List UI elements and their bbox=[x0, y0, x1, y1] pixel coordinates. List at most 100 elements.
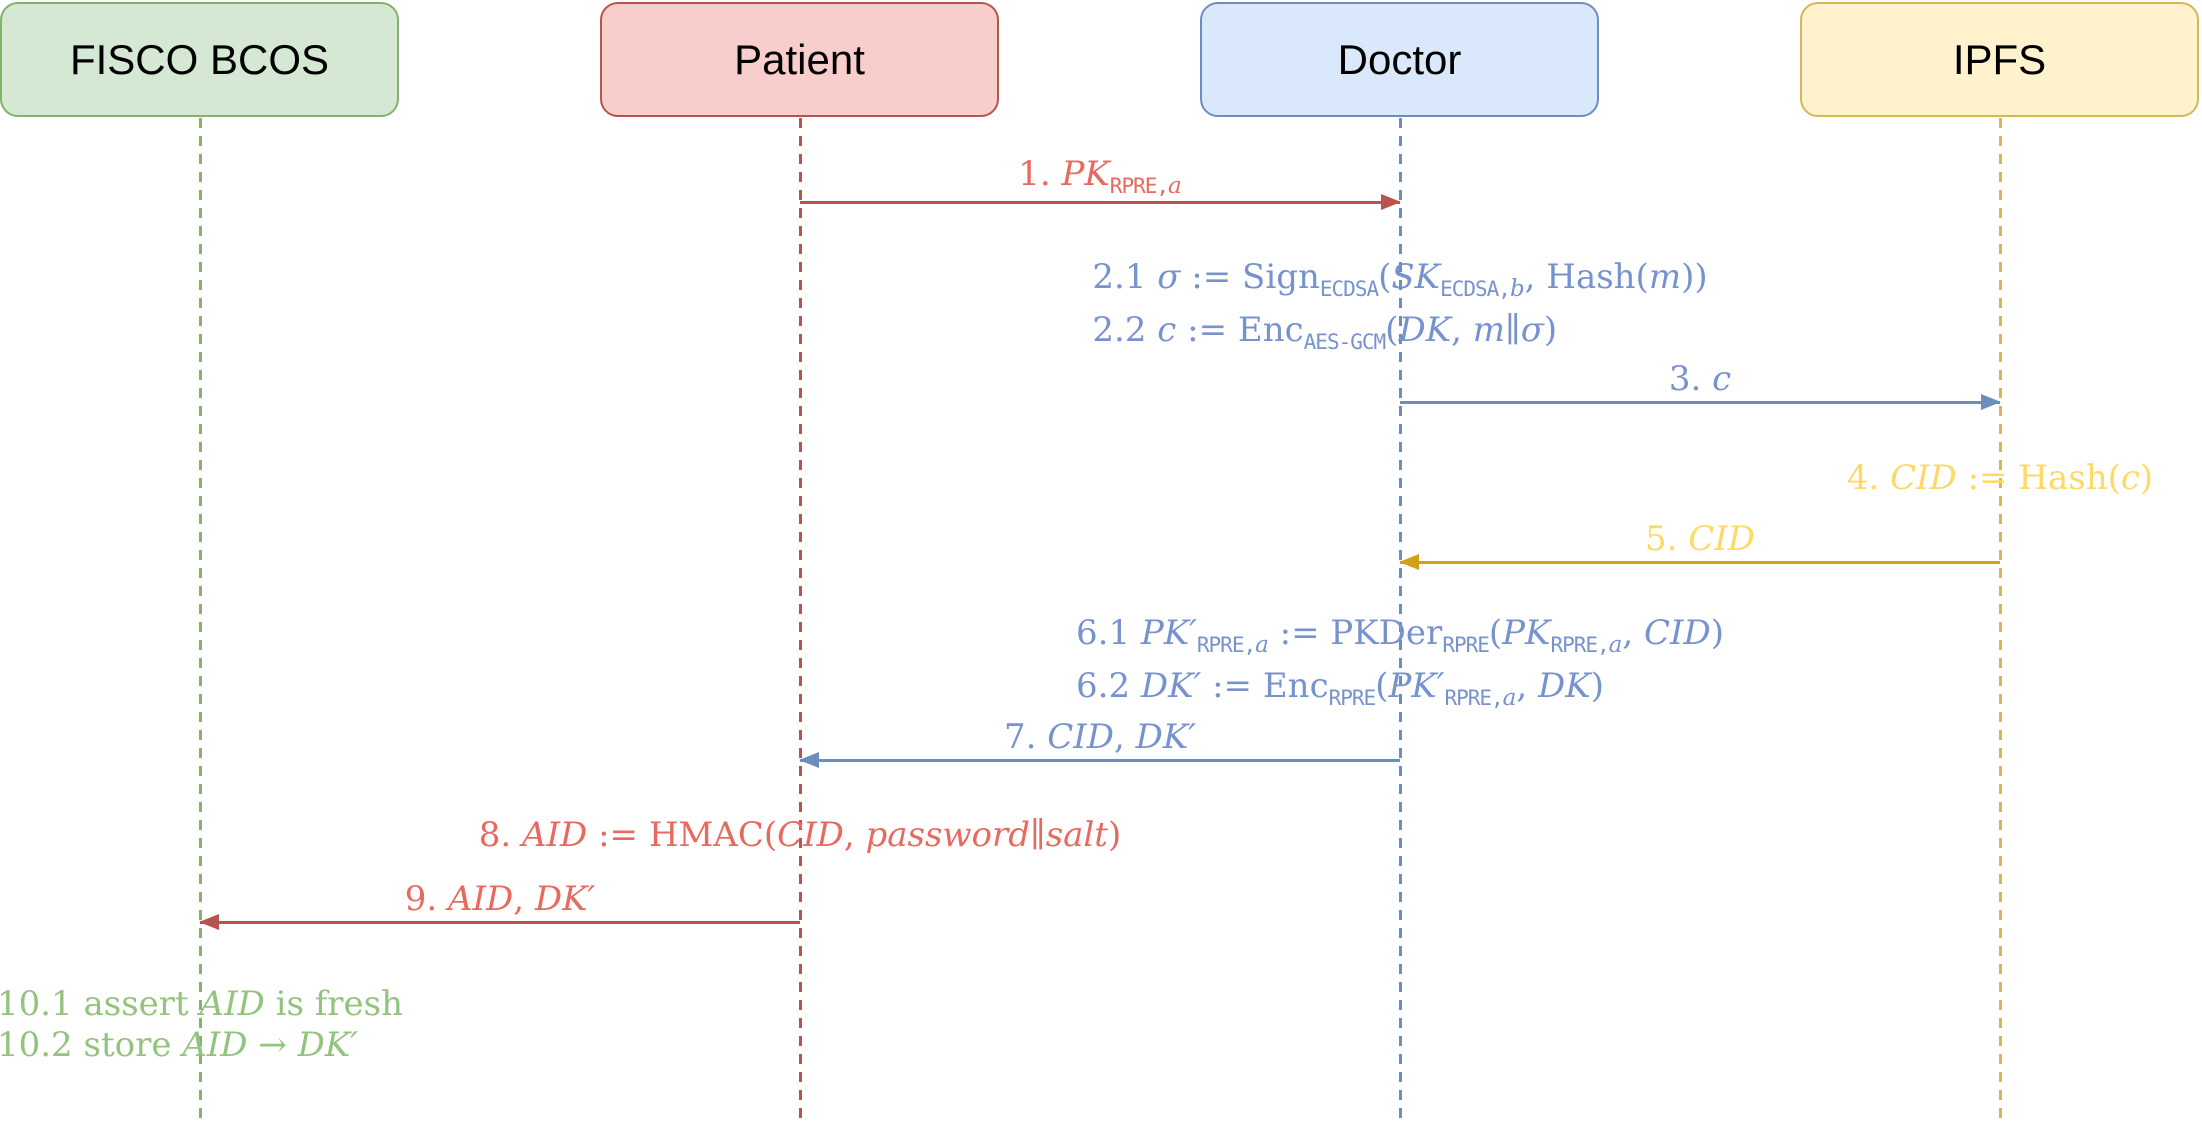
label-segment: := Enc bbox=[1201, 666, 1329, 706]
label-segment: ( bbox=[1375, 666, 1389, 706]
actor-patient: Patient bbox=[600, 2, 999, 117]
actor-label-patient: Patient bbox=[734, 35, 865, 83]
label-segment: ∥ bbox=[1029, 815, 1046, 855]
label-segment: a bbox=[1168, 173, 1182, 199]
label-segment: 10.2 store bbox=[0, 1025, 183, 1065]
label-segment: DK′ bbox=[297, 1025, 359, 1065]
label-segment: DK bbox=[1398, 310, 1452, 350]
label-segment: σ bbox=[1520, 310, 1544, 350]
arrowhead bbox=[799, 752, 819, 768]
actor-label-ipfs: IPFS bbox=[1952, 35, 2047, 83]
label-segment: RPRE, bbox=[1550, 633, 1609, 657]
label-segment: 5. bbox=[1645, 519, 1689, 559]
label-segment: ECDSA bbox=[1319, 277, 1379, 301]
message-7-arrow: 7. CID, DK′ bbox=[799, 717, 1400, 768]
note-line: 4. CID := Hash(c) bbox=[1847, 458, 2153, 499]
label-segment: RPRE bbox=[1442, 633, 1490, 657]
label-segment: DK bbox=[1538, 666, 1591, 706]
message-9-label: 9. AID, DK′ bbox=[405, 879, 596, 919]
note-line: 2.1 σ := SignECDSA(SKECDSA,b, Hash(m)) bbox=[1092, 257, 1707, 310]
message-2-note: 2.1 σ := SignECDSA(SKECDSA,b, Hash(m))2.… bbox=[1092, 257, 1707, 363]
label-segment: ) bbox=[1590, 666, 1604, 706]
label-segment: 2.1 bbox=[1092, 257, 1158, 297]
label-segment: ) bbox=[2139, 458, 2154, 498]
actor-label-fisco-bcos: FISCO BCOS bbox=[69, 35, 330, 83]
arrow-line bbox=[1400, 401, 2000, 404]
arrow-line bbox=[200, 921, 800, 924]
label-segment: 6.1 bbox=[1076, 613, 1141, 653]
actor-label-doctor: Doctor bbox=[1337, 35, 1462, 83]
label-segment: → bbox=[247, 1025, 298, 1065]
message-4-note: 4. CID := Hash(c) bbox=[1847, 458, 2153, 499]
label-segment: c bbox=[2120, 458, 2140, 498]
arrowhead bbox=[1399, 554, 1419, 570]
note-line: 2.2 c := EncAES-GCM(DK, m∥σ) bbox=[1092, 310, 1707, 363]
label-segment: 8. bbox=[478, 815, 523, 855]
note-line: 10.2 store AID → DK′ bbox=[0, 1025, 403, 1066]
label-segment: , bbox=[1113, 717, 1136, 757]
label-segment: σ bbox=[1157, 257, 1181, 297]
note-line: 8. AID := HMAC(CID, password∥salt) bbox=[479, 815, 1121, 856]
label-segment: RPRE, bbox=[1444, 686, 1503, 710]
lifeline-fisco-bcos bbox=[199, 118, 202, 1124]
label-segment: CID bbox=[1644, 613, 1711, 653]
label-segment: c bbox=[1712, 359, 1732, 399]
label-segment: ∥ bbox=[1504, 310, 1521, 350]
actor-ipfs: IPFS bbox=[1800, 2, 2199, 117]
actor-doctor: Doctor bbox=[1200, 2, 1599, 117]
label-segment: ( bbox=[1488, 613, 1503, 653]
label-segment: password bbox=[865, 815, 1030, 855]
label-segment: CID bbox=[1688, 519, 1755, 559]
message-5-arrow: 5. CID bbox=[1399, 519, 2000, 570]
label-segment: , bbox=[1622, 613, 1645, 653]
actor-fisco-bcos: FISCO BCOS bbox=[0, 2, 399, 117]
label-segment: := Sign bbox=[1180, 257, 1320, 297]
arrowhead bbox=[199, 914, 219, 930]
label-segment: is fresh bbox=[264, 984, 404, 1024]
note-line: 6.1 PK′RPRE,a := PKDerRPRE(PKRPRE,a, CID… bbox=[1076, 613, 1724, 666]
label-segment: , bbox=[1451, 310, 1473, 350]
label-segment: m bbox=[1472, 310, 1505, 350]
message-9-arrow: 9. AID, DK′ bbox=[199, 879, 800, 930]
label-segment: 7. bbox=[1004, 717, 1048, 757]
message-8-note: 8. AID := HMAC(CID, password∥salt) bbox=[479, 815, 1121, 856]
label-segment: c bbox=[1157, 310, 1177, 350]
lifeline-ipfs bbox=[1999, 118, 2002, 1124]
label-segment: b bbox=[1509, 276, 1525, 302]
label-segment: := Enc bbox=[1176, 310, 1304, 350]
arrow-line bbox=[800, 759, 1400, 762]
message-3-arrow: 3. c bbox=[1400, 359, 2001, 410]
arrow-line bbox=[1400, 561, 2000, 564]
message-6-note: 6.1 PK′RPRE,a := PKDerRPRE(PKRPRE,a, CID… bbox=[1076, 613, 1724, 719]
message-3-label: 3. c bbox=[1669, 359, 1731, 399]
label-segment: RPRE, bbox=[1109, 174, 1169, 198]
label-segment: 9. bbox=[404, 879, 448, 919]
label-segment: ) bbox=[1107, 815, 1122, 855]
note-line: 6.2 DK′ := EncRPRE(PK′RPRE,a, DK) bbox=[1076, 666, 1724, 719]
label-segment: a bbox=[1255, 632, 1269, 658]
label-segment: ) bbox=[1710, 613, 1724, 653]
label-segment: PK′ bbox=[1388, 666, 1445, 706]
label-segment: PK′ bbox=[1140, 613, 1197, 653]
label-segment: PK bbox=[1061, 154, 1110, 194]
message-7-label: 7. CID, DK′ bbox=[1004, 717, 1196, 757]
label-segment: , bbox=[513, 879, 535, 919]
label-segment: a bbox=[1502, 685, 1517, 711]
label-segment: ( bbox=[1385, 310, 1399, 350]
label-segment: , Hash( bbox=[1524, 257, 1649, 297]
label-segment: := Hash( bbox=[1956, 458, 2121, 498]
label-segment: ECDSA, bbox=[1440, 277, 1511, 301]
label-segment: a bbox=[1608, 632, 1623, 658]
lifeline-patient bbox=[799, 118, 802, 1124]
label-segment: DK′ bbox=[1140, 666, 1202, 706]
label-segment: , bbox=[843, 815, 866, 855]
label-segment: AID bbox=[447, 879, 514, 919]
message-1-arrow: 1. PKRPRE,a bbox=[800, 154, 1401, 210]
label-segment: AID bbox=[182, 1025, 248, 1065]
label-segment: 2.2 bbox=[1092, 310, 1158, 350]
label-segment: 3. bbox=[1668, 359, 1713, 399]
arrowhead bbox=[1981, 394, 2001, 410]
label-segment: salt bbox=[1045, 815, 1108, 855]
arrow-line bbox=[800, 201, 1400, 204]
